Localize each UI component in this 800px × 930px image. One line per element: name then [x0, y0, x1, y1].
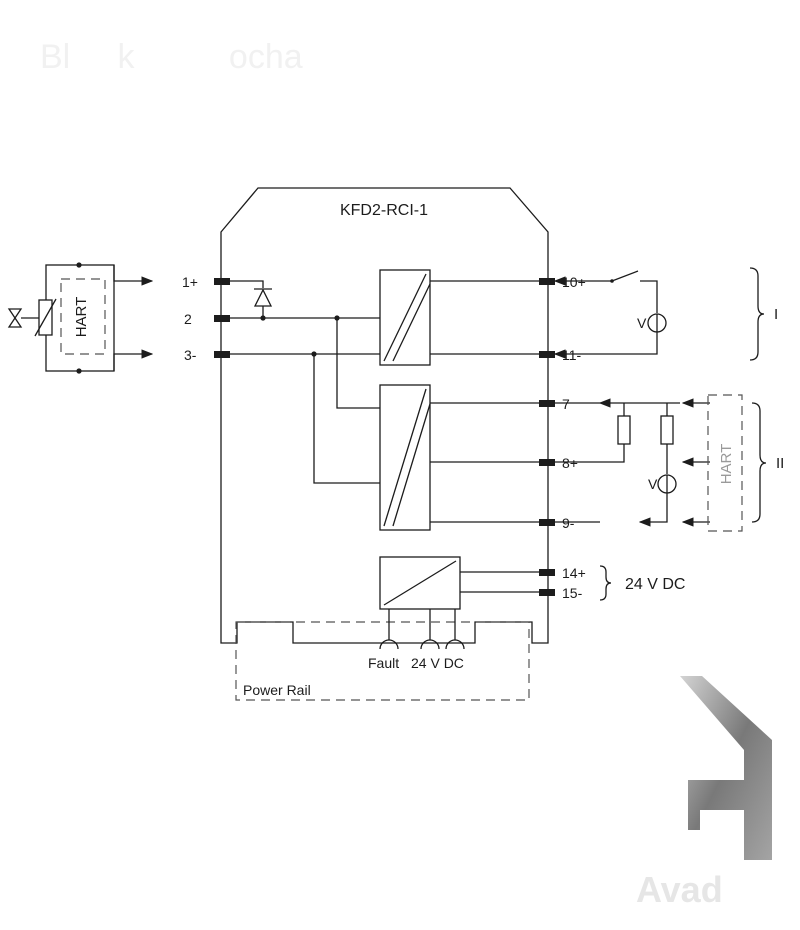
supply-label: 24 V DC	[625, 576, 685, 593]
isolator-block-2	[379, 384, 431, 531]
group2-hart-label: HART	[718, 444, 735, 485]
terminal-14: 14+	[539, 565, 586, 581]
terminal-2: 2	[184, 311, 230, 327]
terminal-3: 3-	[184, 347, 230, 363]
terminal-7: 7	[539, 396, 570, 412]
fault-label: Fault	[368, 655, 399, 671]
terminal-10: 10+	[539, 274, 586, 290]
power-rail-box	[235, 621, 530, 701]
source-v-label-2: V	[648, 476, 658, 492]
power-converter-block	[379, 556, 461, 610]
svg-text:1+: 1+	[182, 274, 198, 290]
svg-text:7: 7	[562, 396, 570, 412]
brace-group-2	[751, 402, 767, 523]
watermark-text: Avad	[636, 869, 723, 910]
terminal-8: 8+	[539, 455, 578, 471]
svg-text:14+: 14+	[562, 565, 586, 581]
svg-text:8+: 8+	[562, 455, 578, 471]
svg-text:11-: 11-	[562, 347, 582, 363]
svg-text:10+: 10+	[562, 274, 586, 290]
group2-roman: II	[776, 455, 784, 472]
supply-brace	[599, 565, 612, 601]
brace-group-1	[749, 267, 765, 361]
field-hart-label: HART	[73, 297, 90, 338]
background-ghost-text: Bl k ocha	[40, 38, 303, 76]
isolator-block-1	[379, 269, 431, 366]
watermark-logo	[680, 676, 772, 860]
internal-wiring	[230, 280, 539, 640]
output-circuit-1: V	[553, 270, 667, 359]
svg-text:15-: 15-	[562, 585, 583, 601]
source-v-label-1: V	[637, 315, 647, 331]
terminal-1: 1+	[182, 274, 230, 290]
device-title: KFD2-RCI-1	[340, 202, 428, 219]
power-rail-label: Power Rail	[243, 682, 311, 698]
diode-icon	[253, 288, 273, 307]
svg-text:2: 2	[184, 311, 192, 327]
terminal-15: 15-	[539, 585, 583, 601]
svg-text:9-: 9-	[562, 515, 575, 531]
group1-roman: I	[774, 306, 778, 323]
output-circuit-2: V HART	[555, 394, 743, 532]
bottom-supply-label: 24 V DC	[411, 655, 464, 671]
terminal-9: 9-	[539, 515, 575, 531]
rail-connectors	[379, 639, 465, 650]
device-housing	[220, 187, 549, 644]
svg-text:3-: 3-	[184, 347, 197, 363]
field-device: HART	[7, 262, 154, 374]
terminal-11: 11-	[539, 347, 582, 363]
